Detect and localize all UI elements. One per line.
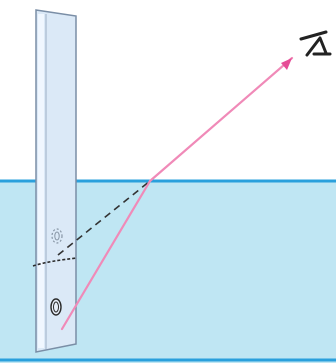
coin-object bbox=[51, 299, 61, 315]
plate-edge-highlight bbox=[38, 14, 44, 348]
ray-arrow-head bbox=[281, 58, 292, 70]
eye-icon bbox=[301, 32, 330, 55]
ray-in-air bbox=[150, 58, 292, 181]
